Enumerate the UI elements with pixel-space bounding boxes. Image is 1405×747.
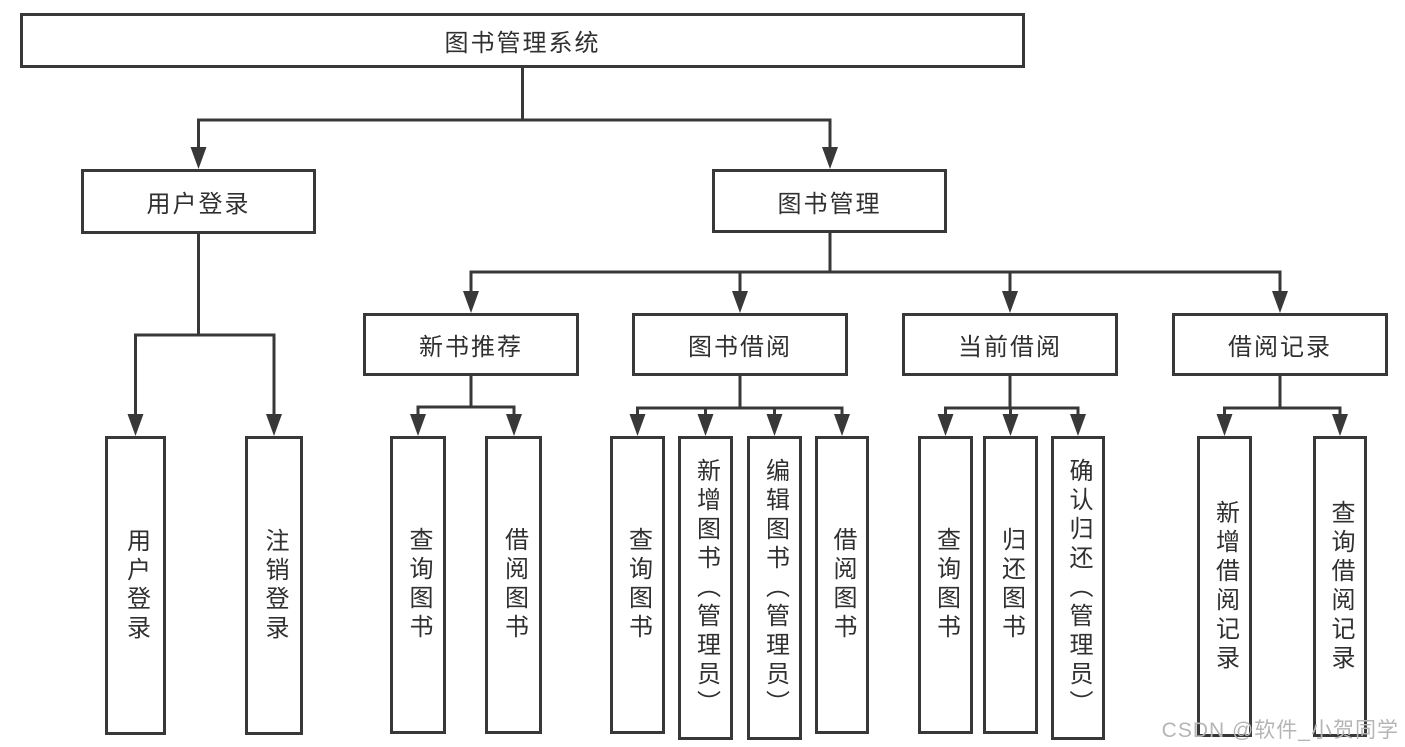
node-label: 图书借阅 [688, 334, 792, 361]
node-label: 用户登录 [146, 191, 251, 218]
node-label: 图书管理 [777, 190, 882, 218]
leaf-label: 借阅图书 [829, 527, 856, 643]
leaf-confirm-return-admin: 确认归还（管理员） [1051, 436, 1105, 740]
leaf-label: 归还图书 [997, 527, 1025, 643]
leaf-label: 查询借阅记录 [1327, 499, 1354, 674]
leaf-borrow-books: 借阅图书 [815, 436, 869, 734]
node-label: 新书推荐 [419, 334, 523, 361]
node-book-borrow: 图书借阅 [632, 313, 848, 376]
node-label: 当前借阅 [958, 334, 1062, 361]
leaf-label: 新增借阅记录 [1211, 499, 1239, 674]
leaf-label: 注销登录 [261, 527, 288, 644]
leaf-label: 查询图书 [405, 527, 432, 643]
leaf-logout: 注销登录 [245, 436, 303, 735]
leaf-add-borrow-record: 新增借阅记录 [1197, 436, 1252, 737]
leaf-query-books-current: 查询图书 [918, 436, 973, 734]
node-current-borrow: 当前借阅 [902, 313, 1118, 376]
leaf-label: 用户登录 [122, 527, 150, 644]
leaf-query-books-borrow: 查询图书 [610, 436, 665, 734]
leaf-label: 借阅图书 [500, 527, 528, 643]
leaf-return-books: 归还图书 [983, 436, 1038, 734]
leaf-query-borrow-record: 查询借阅记录 [1313, 436, 1367, 737]
node-book-management: 图书管理 [712, 169, 947, 233]
leaf-label: 新增图书（管理员） [692, 457, 720, 719]
leaf-query-books-newrec: 查询图书 [390, 436, 446, 734]
leaf-user-login: 用户登录 [105, 436, 166, 735]
leaf-label: 编辑图书（管理员） [761, 457, 789, 719]
leaf-label: 确认归还（管理员） [1065, 457, 1092, 719]
node-label: 图书管理系统 [444, 30, 601, 57]
leaf-label: 查询图书 [932, 527, 960, 643]
leaf-edit-books-admin: 编辑图书（管理员） [747, 436, 802, 740]
node-user-login: 用户登录 [81, 169, 316, 234]
leaf-label: 查询图书 [624, 527, 652, 643]
arrowheads [127, 147, 1348, 436]
node-label: 借阅记录 [1228, 334, 1332, 361]
node-new-book-recommend: 新书推荐 [363, 313, 579, 376]
node-borrow-records: 借阅记录 [1172, 313, 1388, 376]
node-root-library-system: 图书管理系统 [20, 13, 1025, 68]
leaf-add-books-admin: 新增图书（管理员） [678, 436, 733, 740]
csdn-watermark: CSDN @软件_小贺同学 [1161, 719, 1399, 742]
leaf-borrow-books-newrec: 借阅图书 [485, 436, 542, 734]
